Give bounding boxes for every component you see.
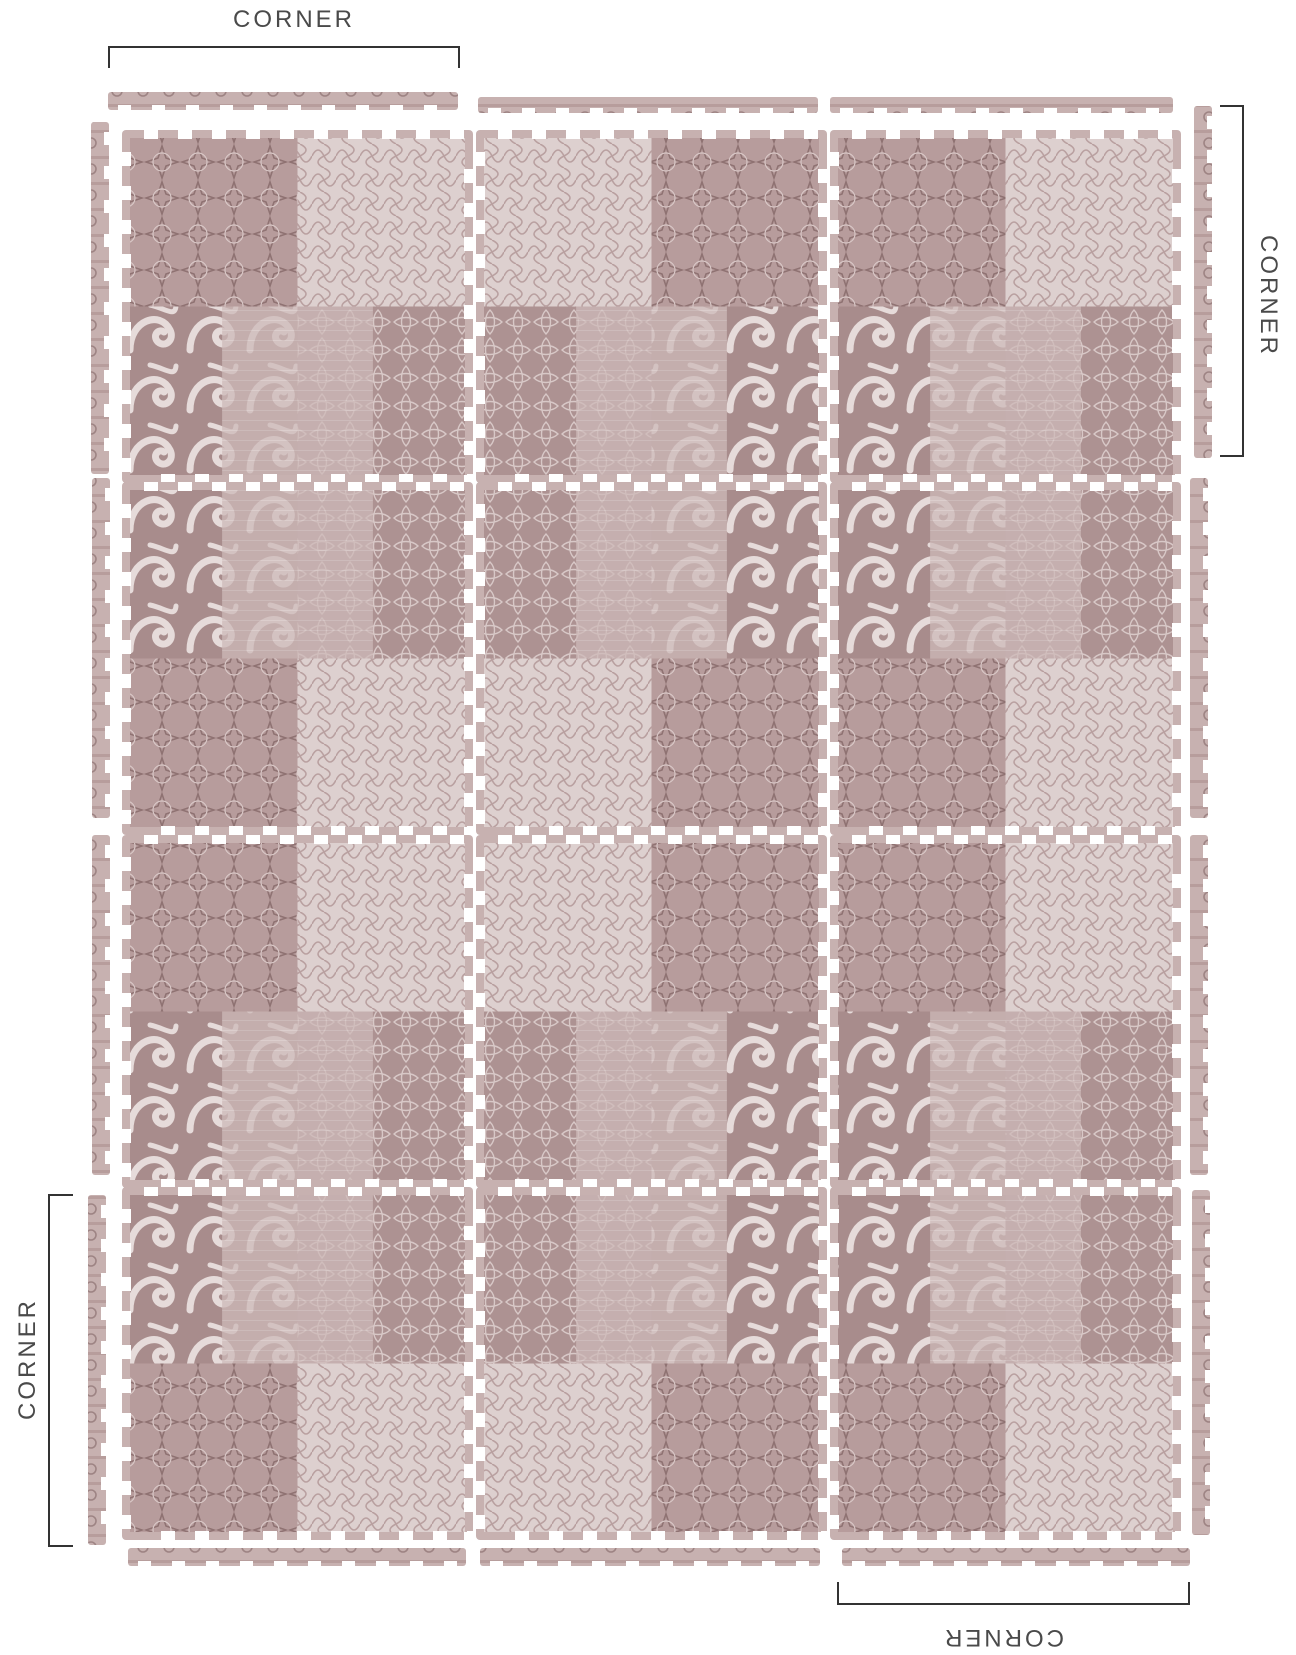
corner-bracket-top (109, 47, 459, 68)
mat-tile (122, 482, 481, 841)
border-strip-top (478, 97, 818, 114)
corner-bracket-left (49, 1195, 73, 1546)
border-strip-left (92, 835, 111, 1175)
mat-tile (830, 130, 1189, 489)
border-strip-top (108, 92, 458, 111)
mat-tile (476, 1187, 835, 1546)
mat-tile (476, 130, 835, 489)
mat-tile (830, 1187, 1189, 1546)
border-strip-bottom (128, 1548, 466, 1567)
border-strip-left (88, 1195, 107, 1545)
mat-tile (830, 482, 1189, 841)
corner-label-top: CORNER (233, 6, 355, 34)
border-strip-bottom (842, 1548, 1190, 1567)
corner-bracket-bottom (838, 1582, 1189, 1604)
corner-label-bottom: CORNER (942, 1623, 1064, 1651)
border-strip-left (91, 122, 110, 474)
mat-tile (122, 835, 481, 1194)
mat-tile (476, 835, 835, 1194)
border-strip-right (1194, 106, 1213, 458)
corner-label-right: CORNER (1254, 235, 1282, 357)
border-strip-left (92, 478, 111, 818)
mat-tile (830, 835, 1189, 1194)
border-strip-bottom (480, 1548, 820, 1567)
corner-bracket-right (1220, 106, 1243, 456)
mat-tile (476, 482, 835, 841)
border-strip-top (830, 97, 1173, 114)
mat-tile (122, 130, 481, 489)
mat-tile (122, 1187, 481, 1546)
border-strip-right (1190, 835, 1209, 1175)
border-strip-right (1190, 478, 1209, 818)
corner-label-left: CORNER (14, 1298, 42, 1420)
border-strip-right (1192, 1190, 1211, 1535)
